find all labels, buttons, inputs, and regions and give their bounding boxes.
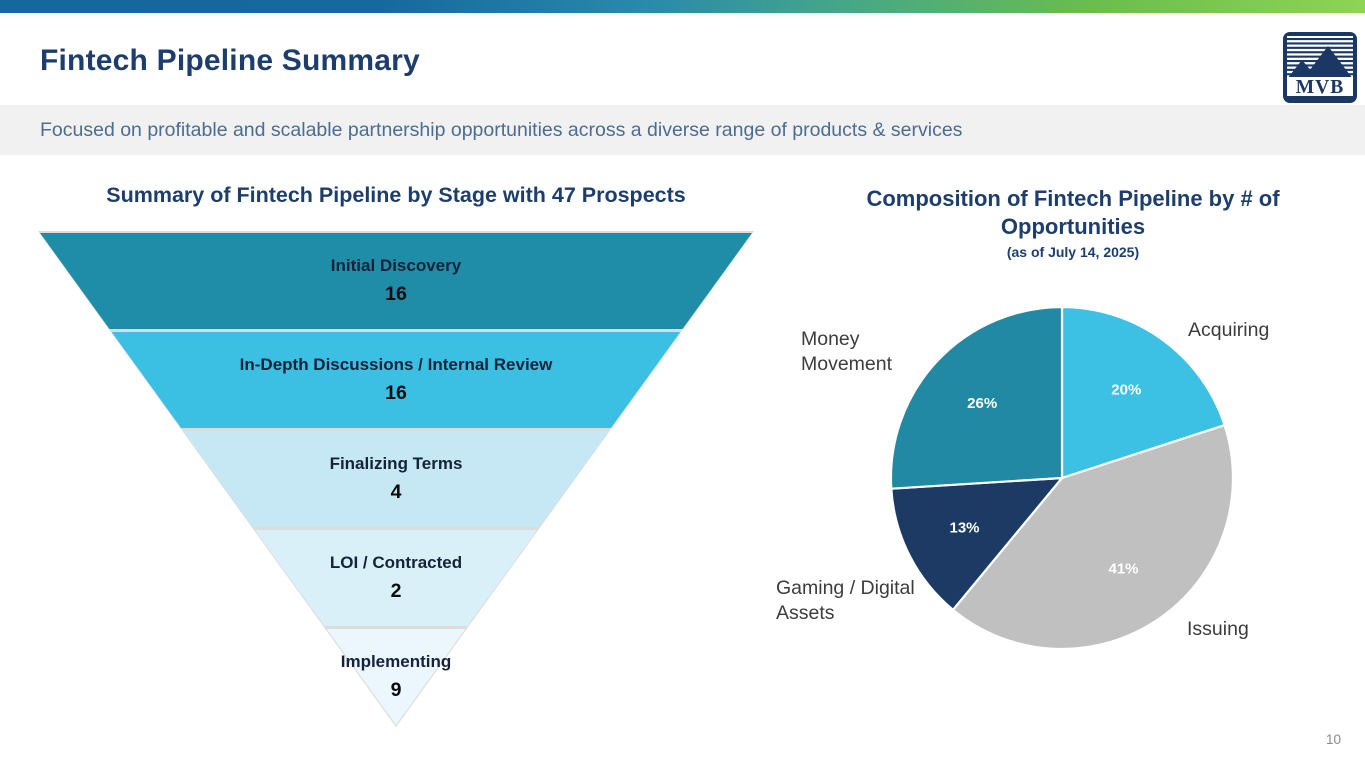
funnel-stage-value: 16	[385, 382, 407, 404]
pie-value-label-acquiring: 20%	[1111, 382, 1141, 399]
funnel-stage-label-row: LOI / Contracted 2	[40, 530, 752, 626]
logo-text: MVB	[1296, 77, 1345, 98]
pie-category-label-gaming-digital-assets: Gaming / Digital Assets	[776, 577, 915, 625]
pie-chart-title: Composition of Fintech Pipeline by # of …	[866, 186, 1280, 239]
funnel-stage-name: Initial Discovery	[330, 256, 462, 275]
pie-chart-subtitle: (as of July 14, 2025)	[1006, 243, 1140, 260]
pie-chart: 20% 41% 13% 26%	[889, 305, 1235, 651]
mvb-logo: MVB	[1283, 32, 1357, 103]
funnel-stage-name: LOI / Contracted	[329, 553, 463, 572]
page-number: 10	[1325, 732, 1341, 747]
funnel-stage-name: Finalizing Terms	[329, 454, 463, 473]
funnel-stage-value: 16	[385, 283, 407, 305]
pie-slice-issuing	[951, 424, 1235, 651]
pie-slice-money-movement	[889, 305, 1064, 490]
funnel-stage-label-row: Finalizing Terms 4	[40, 431, 752, 527]
logo-mountain-icon	[1287, 60, 1318, 79]
funnel-stage-label-row: In-Depth Discussions / Internal Review 16	[40, 332, 752, 428]
pie-category-label-issuing: Issuing	[1187, 618, 1249, 640]
pie-slice-acquiring	[1060, 305, 1226, 480]
funnel-stage-name: Implementing	[340, 652, 452, 671]
funnel-stage-value: 9	[390, 679, 402, 701]
funnel-stage-label-row: Implementing 9	[40, 629, 752, 725]
pie-category-label-acquiring: Acquiring	[1188, 319, 1270, 341]
subtitle-band: Focused on profitable and scalable partn…	[0, 105, 1365, 155]
funnel-chart-title: Summary of Fintech Pipeline by Stage wit…	[106, 183, 686, 207]
pie-value-label-issuing: 41%	[1108, 561, 1138, 578]
funnel-stage-name: In-Depth Discussions / Internal Review	[239, 355, 553, 374]
pie-category-label-money-movement: Money Movement	[801, 328, 893, 376]
pie-chart-header: Composition of Fintech Pipeline by # of …	[800, 185, 1346, 260]
slide-subtitle: Focused on profitable and scalable partn…	[40, 118, 963, 141]
funnel-stage-value: 2	[390, 580, 402, 602]
pie-value-label-gaming-digital-assets: 13%	[949, 520, 979, 537]
logo-mountain-icon	[1303, 46, 1353, 79]
page-title: Fintech Pipeline Summary	[40, 44, 420, 77]
top-gradient-bar	[0, 0, 1365, 13]
funnel-stage-label-row: Initial Discovery 16	[40, 233, 752, 329]
funnel-stage-value: 4	[390, 481, 402, 503]
pie-value-label-money-movement: 26%	[967, 395, 997, 412]
funnel-stage-initial-discovery	[40, 233, 752, 329]
pie-slice-gaming-digital-assets	[890, 476, 1064, 611]
